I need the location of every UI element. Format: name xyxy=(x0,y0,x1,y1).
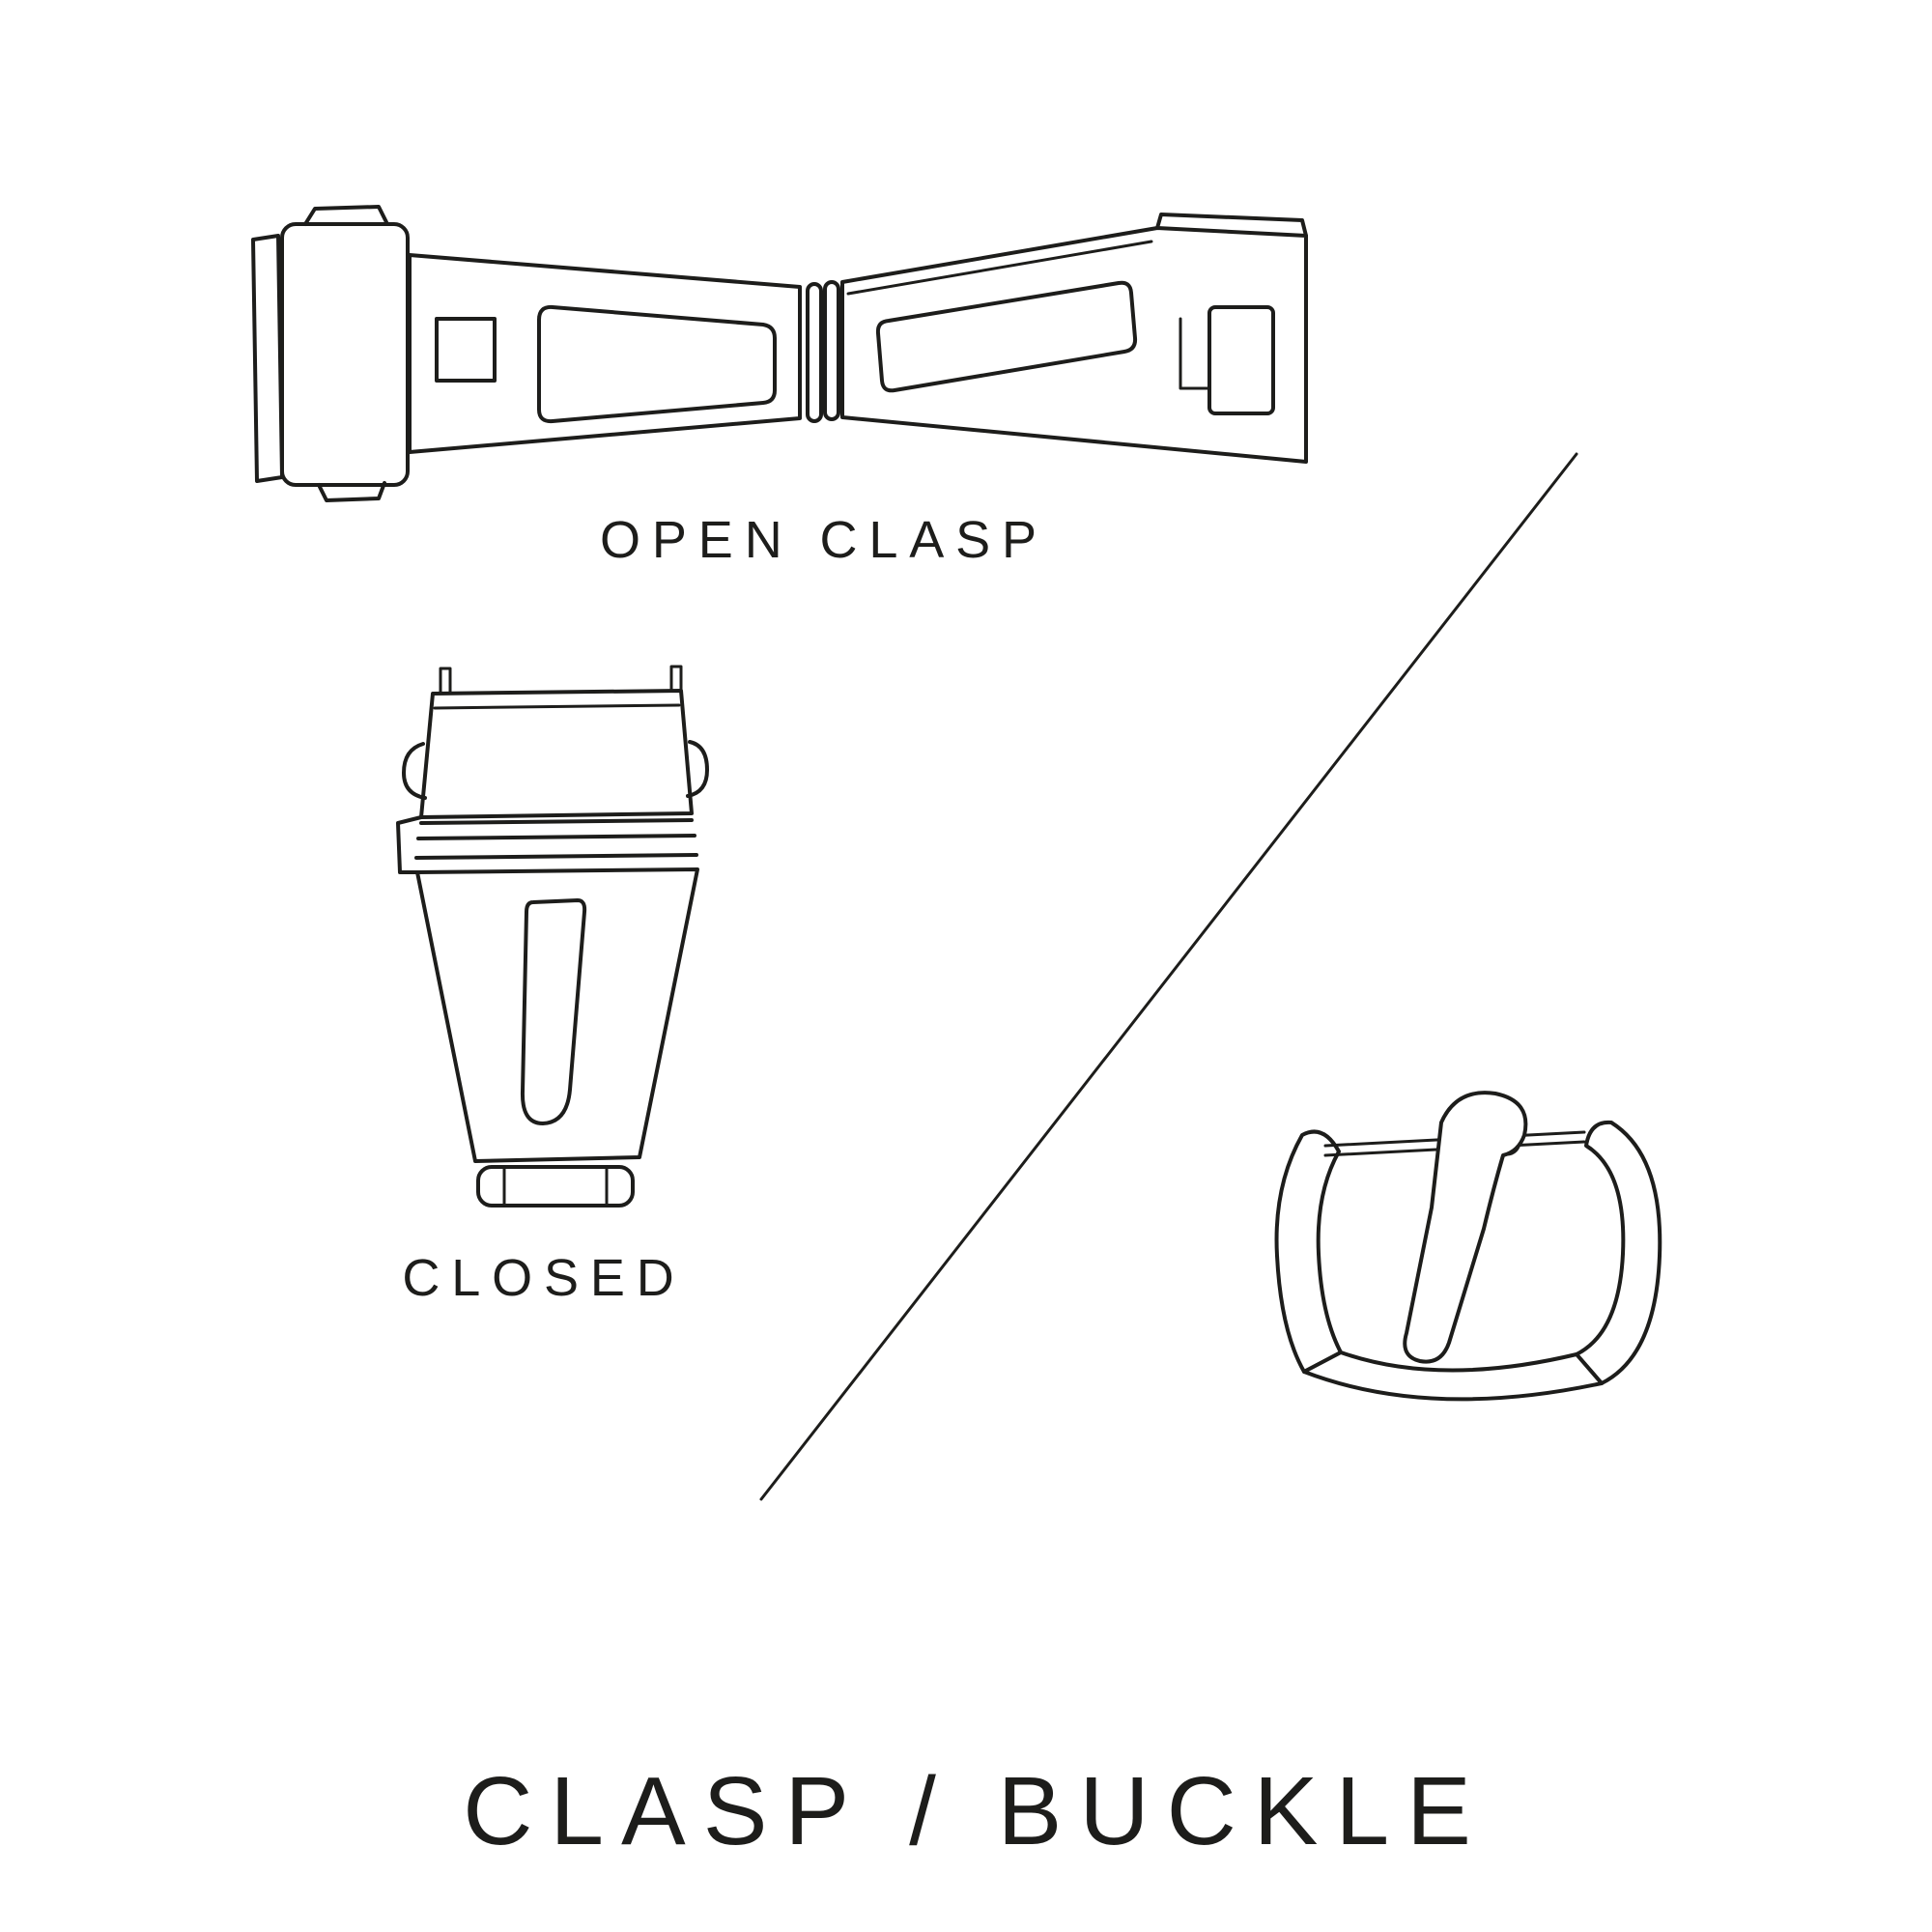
closed-band-tab xyxy=(396,815,423,874)
clasp-hinge-left xyxy=(806,282,823,423)
closed-band-line-1 xyxy=(419,818,694,825)
closed-label: CLOSED xyxy=(402,1249,686,1307)
clasp-end-top-tab xyxy=(303,205,388,226)
closed-top-box xyxy=(419,689,694,819)
closed-inner-slot xyxy=(520,898,587,1125)
open-clasp-label: OPEN CLASP xyxy=(600,511,1048,569)
clasp-left-arm xyxy=(408,253,802,454)
clasp-end-bottom-tab xyxy=(317,481,386,502)
divider-line xyxy=(759,452,1578,1501)
closed-right-ear xyxy=(686,740,709,798)
closed-lower-body xyxy=(415,867,699,1163)
buckle-right-band xyxy=(1575,1120,1662,1385)
diagonal-divider-line xyxy=(759,452,1578,1501)
closed-top-box-line xyxy=(433,703,681,710)
clasp-end-hook-line xyxy=(1179,317,1211,390)
clasp-right-lip xyxy=(1155,213,1308,238)
clasp-right-slot xyxy=(875,280,1138,393)
closed-band-line-3 xyxy=(414,853,698,860)
clasp-end-strip xyxy=(251,234,284,483)
open-clasp-drawing xyxy=(251,205,1308,502)
buckle-left-band xyxy=(1274,1129,1343,1374)
clasp-left-slot xyxy=(537,304,777,424)
closed-bottom-bar xyxy=(476,1165,635,1208)
clasp-right-arm xyxy=(840,226,1308,464)
clasp-end-cutout xyxy=(1208,305,1275,415)
clasp-hinge-right xyxy=(823,280,840,421)
tang-buckle-drawing xyxy=(1274,1091,1662,1402)
clasp-catch-hook xyxy=(435,317,497,383)
clasp-end-block xyxy=(280,222,410,487)
closed-band-line-2 xyxy=(416,834,696,840)
closed-clasp-drawing xyxy=(396,665,709,1208)
page-title: CLASP / BUCKLE xyxy=(463,1757,1489,1865)
buckle-bottom-band xyxy=(1302,1350,1604,1402)
closed-left-ear xyxy=(402,742,427,800)
clasp-right-edge-line xyxy=(846,240,1153,296)
buckle-prong xyxy=(1403,1091,1528,1364)
closed-prong-left xyxy=(439,667,452,697)
